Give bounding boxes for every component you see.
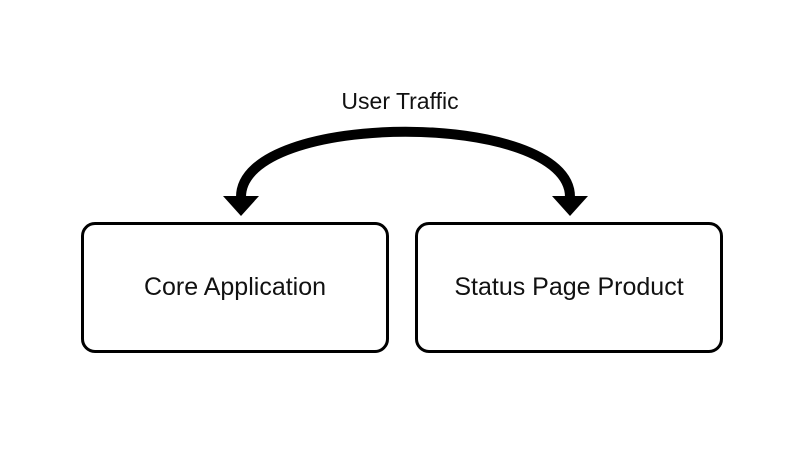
status-page-product-box: Status Page Product [415,222,723,353]
traffic-arc-line [236,126,575,198]
user-traffic-label: User Traffic [341,88,459,114]
core-application-box: Core Application [81,222,389,353]
status-page-product-label: Status Page Product [454,273,684,301]
core-application-label: Core Application [143,273,327,301]
arrowhead-to-status-page-product [552,196,588,216]
arrowhead-to-core-application [223,196,259,216]
